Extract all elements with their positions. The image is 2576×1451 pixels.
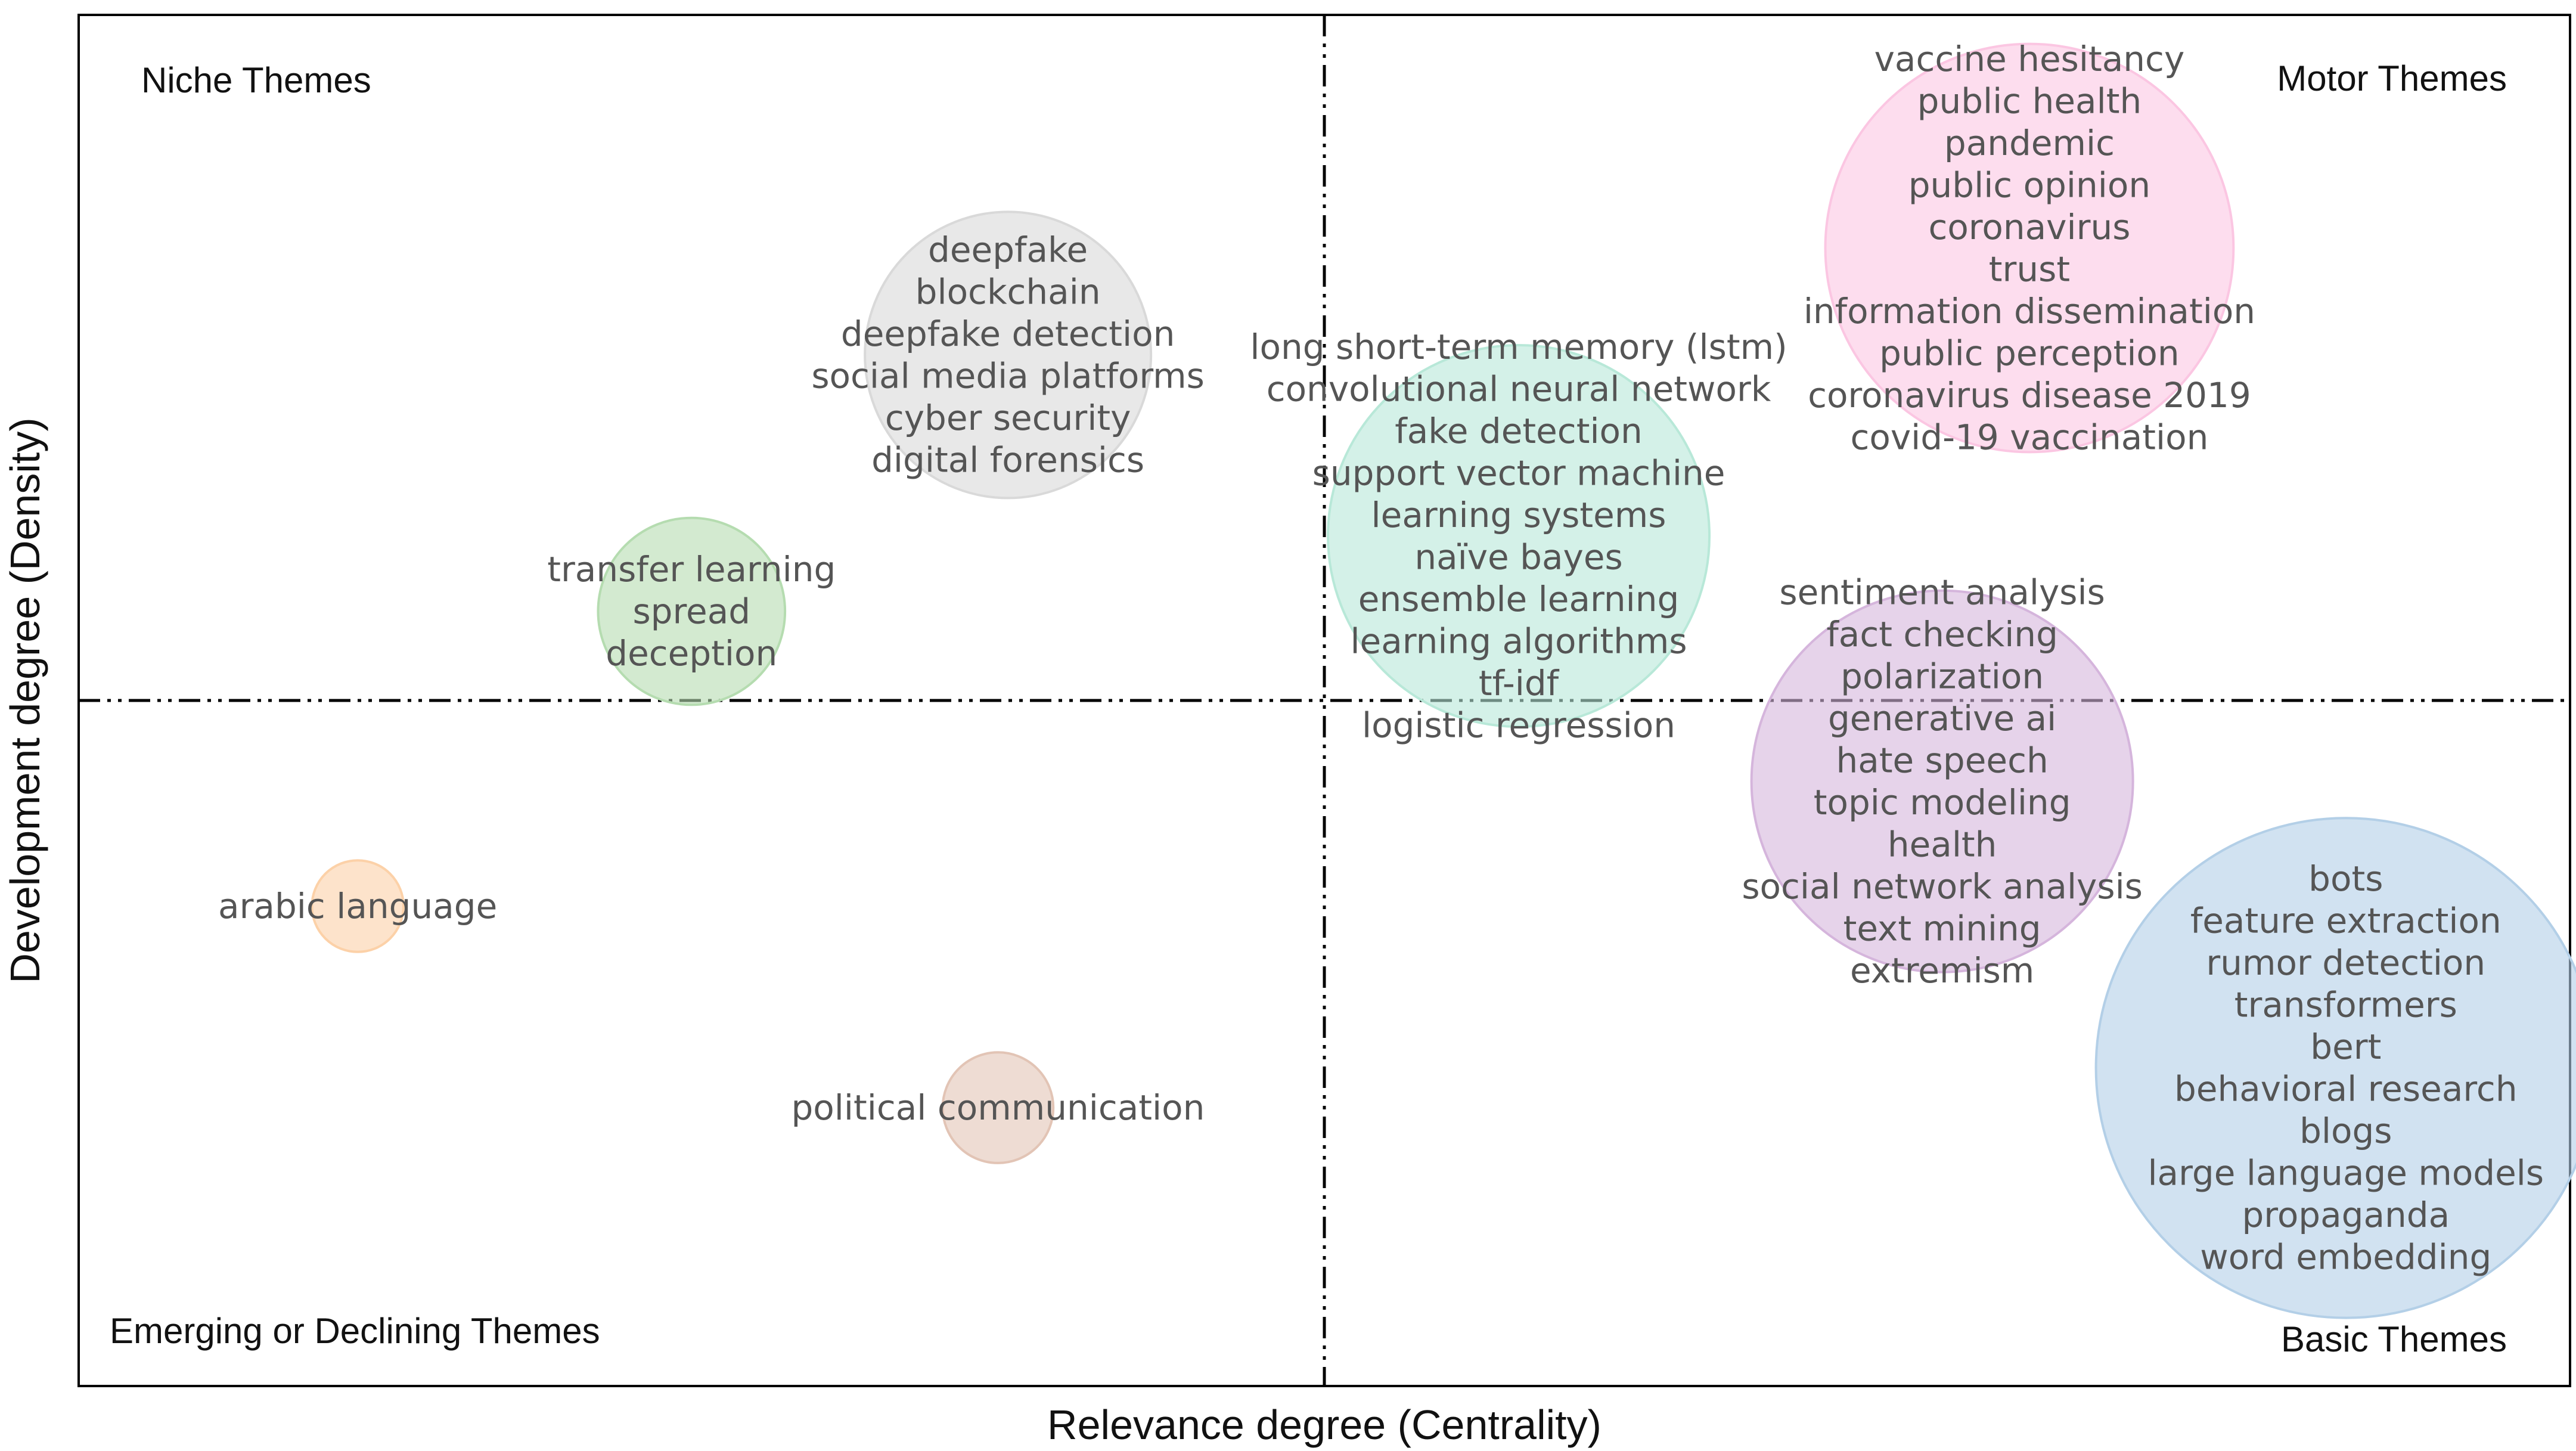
cluster-keyword: coronavirus xyxy=(1928,207,2130,247)
cluster-keyword: polarization xyxy=(1841,656,2044,696)
cluster-keyword: spread xyxy=(632,591,750,632)
cluster-keyword: digital forensics xyxy=(871,440,1144,480)
cluster-keyword: learning systems xyxy=(1371,495,1666,535)
cluster-keyword: transformers xyxy=(2234,985,2457,1025)
cluster-keyword: naïve bayes xyxy=(1414,537,1622,577)
cluster-keyword: pandemic xyxy=(1944,123,2115,163)
cluster-bubble xyxy=(311,859,405,953)
cluster-keyword: text mining xyxy=(1843,908,2041,948)
x-axis-title: Relevance degree (Centrality) xyxy=(1047,1402,1602,1448)
cluster-keyword: arabic language xyxy=(218,886,497,926)
cluster-keyword: propaganda xyxy=(2242,1195,2450,1235)
cluster-bubble xyxy=(864,210,1153,500)
cluster-keyword: bert xyxy=(2310,1027,2381,1067)
cluster-keyword: transfer learning xyxy=(547,549,836,590)
cluster-keyword: learning algorithms xyxy=(1350,621,1687,661)
cluster-keyword: convolutional neural network xyxy=(1267,368,1771,409)
cluster-bubble xyxy=(1750,589,2134,973)
quadrant-label-emerging-declining: Emerging or Declining Themes xyxy=(110,1311,600,1351)
cluster-keyword: tf-idf xyxy=(1479,663,1560,703)
cluster-keyword: blockchain xyxy=(915,272,1101,312)
cluster-keyword: trust xyxy=(1989,249,2070,289)
cluster-bubble xyxy=(941,1051,1055,1164)
cluster-keyword: feature extraction xyxy=(2190,901,2501,941)
cluster-keyword: public opinion xyxy=(1908,165,2150,205)
cluster-keyword: behavioral research xyxy=(2174,1069,2518,1109)
cluster-keyword: vaccine hesitancy xyxy=(1874,39,2185,79)
cluster-keyword: ensemble learning xyxy=(1358,579,1680,619)
cluster-keyword: generative ai xyxy=(1828,698,2056,739)
bubbles-layer xyxy=(311,42,2576,1319)
cluster-bubble xyxy=(2094,817,2576,1319)
cluster-keyword: support vector machine xyxy=(1312,452,1725,493)
cluster-keyword: information dissemination xyxy=(1804,291,2255,331)
cluster-keyword: fact checking xyxy=(1826,614,2058,655)
cluster-keyword: blogs xyxy=(2299,1111,2392,1151)
cluster-keyword: topic modeling xyxy=(1814,782,2071,823)
cluster-bubble xyxy=(1824,42,2235,454)
cluster-keyword: political communication xyxy=(791,1087,1205,1128)
cluster-keyword: covid-19 vaccination xyxy=(1850,417,2208,457)
cluster-keyword: social media platforms xyxy=(811,356,1205,396)
cluster-keyword: logistic regression xyxy=(1362,705,1675,745)
cluster-keyword: cyber security xyxy=(885,398,1131,438)
cluster-keyword: word embedding xyxy=(2200,1237,2491,1278)
cluster-keyword: deception xyxy=(606,633,777,674)
quadrant-label-basic: Basic Themes xyxy=(2281,1319,2507,1359)
quadrant-label-motor: Motor Themes xyxy=(2277,58,2507,98)
cluster-keyword: social network analysis xyxy=(1742,866,2143,907)
cluster-keyword: extremism xyxy=(1850,950,2034,991)
cluster-keyword: long short-term memory (lstm) xyxy=(1250,327,1787,367)
cluster-keyword: public health xyxy=(1917,80,2142,121)
cluster-keyword: rumor detection xyxy=(2206,942,2485,983)
cluster-keyword: deepfake detection xyxy=(841,314,1175,354)
quadrant-label-niche: Niche Themes xyxy=(141,60,371,100)
cluster-keyword: deepfake xyxy=(928,230,1088,270)
cluster-keyword: hate speech xyxy=(1836,740,2049,780)
cluster-bubble xyxy=(1327,344,1711,728)
cluster-keyword: coronavirus disease 2019 xyxy=(1808,375,2251,416)
cluster-keyword: large language models xyxy=(2147,1153,2544,1193)
cluster-keyword: fake detection xyxy=(1395,411,1643,451)
cluster-keyword: health xyxy=(1888,824,1997,864)
cluster-bubble xyxy=(597,516,787,706)
cluster-keyword: bots xyxy=(2308,858,2383,899)
cluster-keyword: sentiment analysis xyxy=(1779,572,2105,612)
cluster-keyword: public perception xyxy=(1879,333,2180,373)
y-axis-title: Development degree (Density) xyxy=(2,417,48,983)
